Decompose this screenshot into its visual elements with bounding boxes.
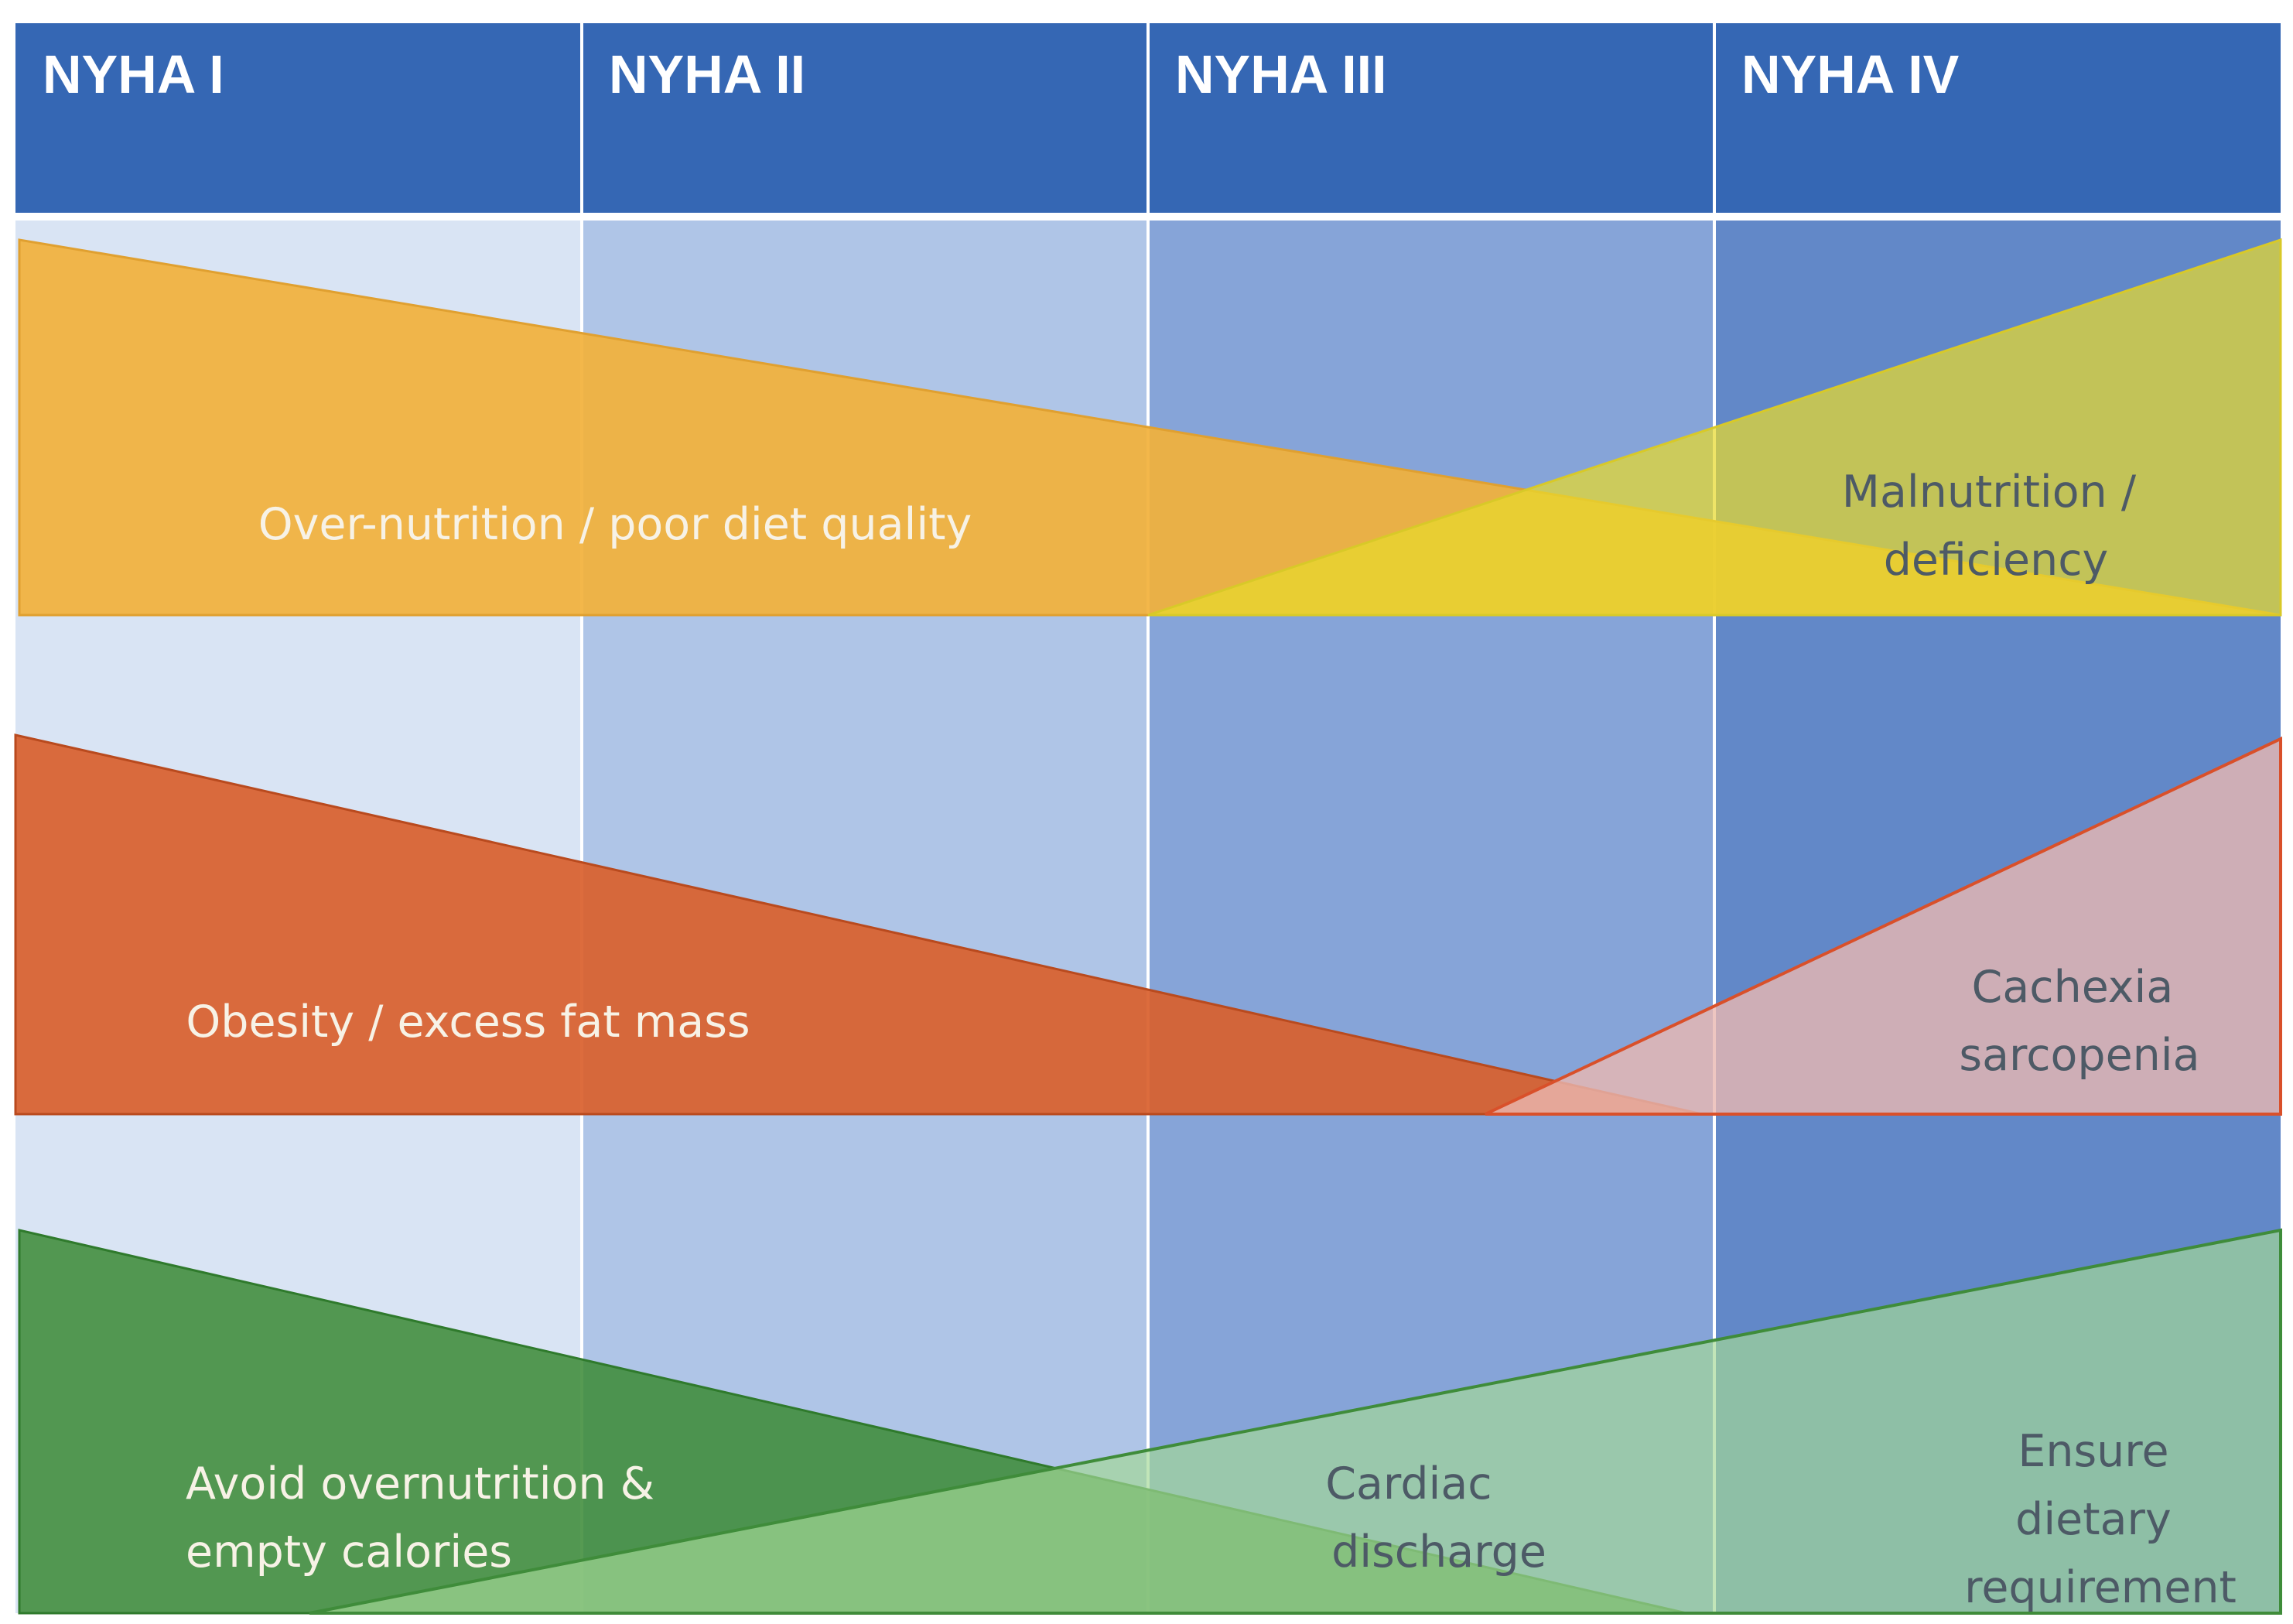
column-header-nyha-1: NYHA I: [43, 44, 224, 104]
column-header-nyha-3: NYHA III: [1175, 44, 1387, 104]
cardiac-discharge-wedge: [309, 1228, 2282, 1615]
ensure-dietary-requirement-label: Ensure dietary requirement: [1964, 1426, 2237, 1613]
obesity-label: Obesity / excess fat mass: [186, 997, 750, 1048]
cardiac-discharge-label: Cardiac discharge: [1325, 1458, 1546, 1578]
column-header-nyha-4: NYHA IV: [1741, 44, 1960, 104]
malnutrition-wedge: [1147, 238, 2282, 617]
obesity-wedge: [14, 733, 1703, 1116]
column-header-nyha-2: NYHA II: [609, 44, 805, 104]
over-nutrition-label: Over-nutrition / poor diet quality: [258, 499, 972, 550]
cachexia-label: Cachexia sarcopenia: [1959, 962, 2199, 1081]
avoid-overnutrition-label: Avoid overnutrition & empty calories: [186, 1458, 668, 1578]
cachexia-wedge: [1485, 736, 2282, 1116]
malnutrition-label: Malnutrition / deficiency: [1842, 467, 2150, 586]
